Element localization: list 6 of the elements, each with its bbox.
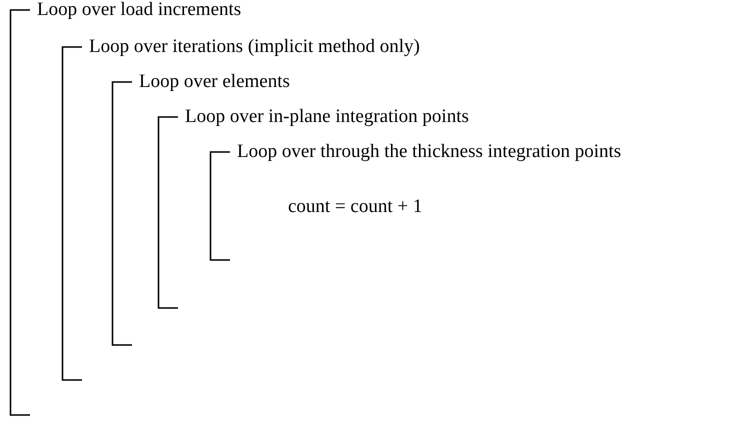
loop-heading: Loop over load increments [37,0,242,22]
loop-heading: Loop over iterations (implicit method only) [89,35,420,59]
loop-heading: Loop over through the thickness integration points [237,140,622,164]
loop-heading: Loop over elements [139,70,290,94]
statement-text: count = count + 1 [288,195,422,219]
loop-heading: Loop over in-plane integration points [185,105,469,129]
